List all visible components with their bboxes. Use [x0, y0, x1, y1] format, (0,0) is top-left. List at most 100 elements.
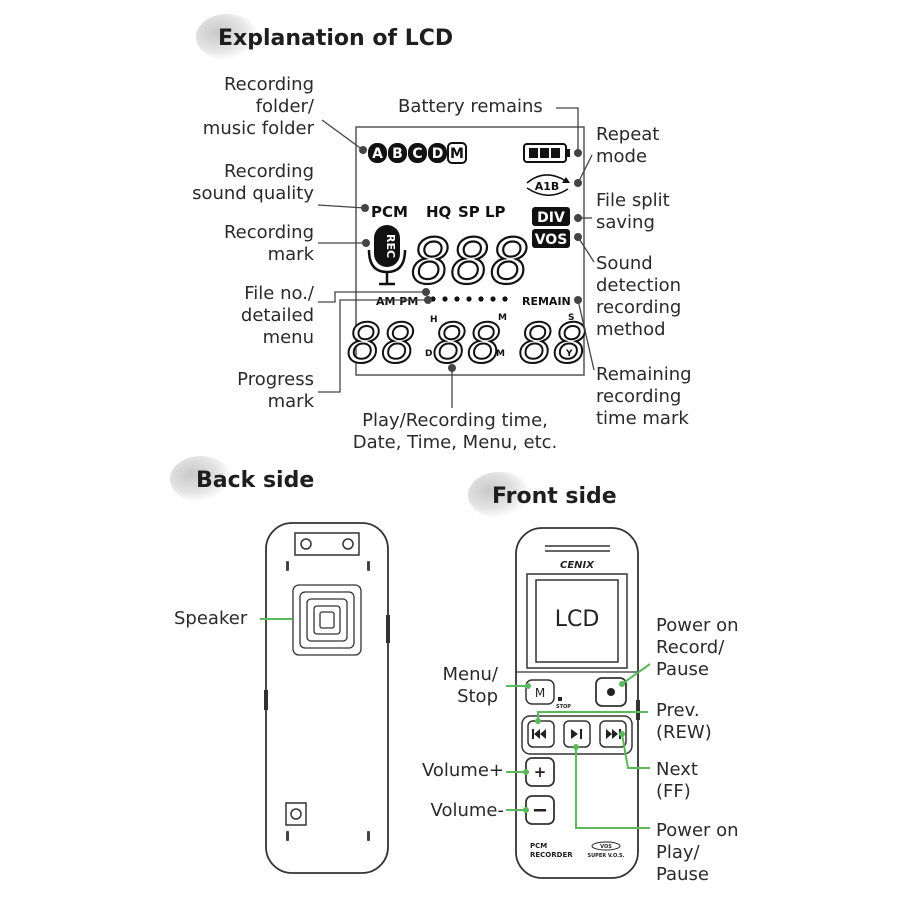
label-line: detection: [596, 275, 682, 296]
back-device: [260, 522, 390, 874]
folder-indicators: A B C D M: [368, 142, 467, 164]
back-section-title: Back side: [196, 468, 315, 493]
front-lcd-text: LCD: [555, 607, 600, 632]
label-line: Power on: [656, 820, 739, 841]
label-progress-mark: Progress mark: [150, 369, 314, 413]
label-line: Repeat: [596, 124, 660, 145]
label-next: Next (FF): [656, 759, 698, 803]
ampm-indicator: AM PM: [376, 295, 418, 308]
label-line: method: [596, 319, 666, 340]
back-clip: [294, 532, 360, 556]
lcd-leader-dots-right: [574, 149, 582, 304]
label-line: Recording: [223, 222, 314, 243]
quality-sp: SP: [458, 203, 480, 221]
menu-button: [525, 679, 555, 705]
label-power-play: Power on Play/ Pause: [656, 820, 739, 886]
label-line: Pause: [656, 659, 709, 680]
label-speaker: Speaker: [174, 608, 248, 629]
repeat-ab-icon: A1B: [526, 174, 570, 197]
lcd-digits-top: 888: [411, 225, 529, 298]
folder-letter: D: [432, 146, 444, 162]
label-file-no: File no./ detailed menu: [150, 283, 314, 349]
rec-mic-icon: REC: [367, 225, 407, 286]
unit-h: H: [430, 315, 438, 325]
lcd-section-title: Explanation of LCD: [218, 26, 454, 51]
label-battery: Battery remains: [398, 96, 543, 117]
brand-logo: CENIX: [560, 560, 595, 571]
label-line: mark: [267, 244, 314, 265]
front-leader-dots: [523, 681, 625, 813]
front-section-title: Front side: [492, 484, 617, 509]
lcd-leader-dots: [359, 146, 456, 372]
folder-letter: A: [372, 146, 383, 162]
lcd-leader-lines: [317, 119, 453, 408]
remain-indicator: REMAIN: [522, 295, 571, 308]
back-body: [265, 522, 389, 874]
label-line: sound quality: [192, 183, 314, 204]
label-line: Recording: [223, 161, 314, 182]
vos-logo: VOS: [600, 844, 612, 850]
label-line: Play/Recording time,: [362, 410, 548, 431]
vos-text: VOS: [535, 232, 568, 248]
title-swoosh: [170, 456, 232, 502]
reset-button: [285, 802, 307, 826]
div-badge: [532, 207, 570, 226]
label-line: Date, Time, Menu, etc.: [352, 432, 558, 453]
label-line: Next: [656, 759, 698, 780]
lcd-diagram: A B C D M A1B PCM HQ SP LP DIV VOS REC: [317, 107, 595, 408]
label-play-time: Play/Recording time, Date, Time, Menu, e…: [330, 410, 580, 454]
label-line: Remaining: [596, 364, 692, 385]
label-prev: Prev. (REW): [656, 700, 712, 744]
label-recording-folder: Recording folder/ music folder: [150, 74, 314, 140]
label-line: Menu/: [442, 664, 499, 685]
label-line: Sound: [596, 253, 653, 274]
label-line: Stop: [457, 686, 498, 707]
menu-key-label: M: [535, 686, 545, 700]
super-vos-text: SUPER V.O.S.: [588, 853, 625, 859]
front-leader-lines: [506, 663, 651, 829]
model-pcm: PCM: [530, 842, 547, 850]
label-line: (REW): [656, 722, 712, 743]
label-line: detailed: [240, 305, 314, 326]
label-line: Pause: [656, 864, 709, 885]
quality-hq: HQ: [426, 203, 451, 221]
label-line: mark: [267, 391, 314, 412]
model-recorder: RECORDER: [530, 851, 573, 859]
rec-text: REC: [384, 234, 397, 258]
label-volume-down: Volume-: [430, 800, 504, 821]
label-line: (FF): [656, 781, 691, 802]
front-screen: [535, 579, 619, 663]
label-line: time mark: [596, 408, 689, 429]
lcd-digits-bottom: 88 88 88: [347, 312, 587, 375]
speaker-grille: [292, 584, 362, 656]
folder-letter: B: [392, 146, 403, 162]
label-line: Record/: [656, 637, 725, 658]
label-line: mode: [596, 146, 648, 167]
label-line: Progress: [237, 369, 314, 390]
pcm-indicator: PCM: [371, 203, 408, 221]
title-swoosh: [196, 14, 258, 60]
label-repeat-mode: Repeat mode: [596, 124, 659, 168]
unit-y: Y: [565, 349, 573, 359]
label-file-split: File split saving: [596, 190, 670, 234]
label-line: saving: [596, 212, 655, 233]
label-sound-detection: Sound detection recording method: [596, 253, 681, 341]
unit-d: D: [425, 349, 432, 359]
svg-text:+: +: [534, 763, 547, 781]
label-line: folder/: [255, 96, 314, 117]
label-line: music folder: [202, 118, 314, 139]
label-line: Power on: [656, 615, 739, 636]
unit-m: M: [496, 349, 505, 359]
label-line: Recording: [223, 74, 314, 95]
label-line: File split: [596, 190, 670, 211]
label-line: menu: [262, 327, 314, 348]
label-power-record: Power on Record/ Pause: [656, 615, 739, 681]
unit-s: S: [568, 313, 574, 323]
quality-lp: LP: [485, 203, 506, 221]
label-line: Prev.: [656, 700, 700, 721]
lcd-leader-lines-right: [556, 107, 595, 371]
label-line: File no./: [244, 283, 314, 304]
label-volume-up: Volume+: [421, 760, 504, 781]
vos-badge: [532, 229, 570, 248]
front-device: CENIX LCD M STOP + PCM RECORDER VOS SUPE…: [506, 527, 651, 879]
